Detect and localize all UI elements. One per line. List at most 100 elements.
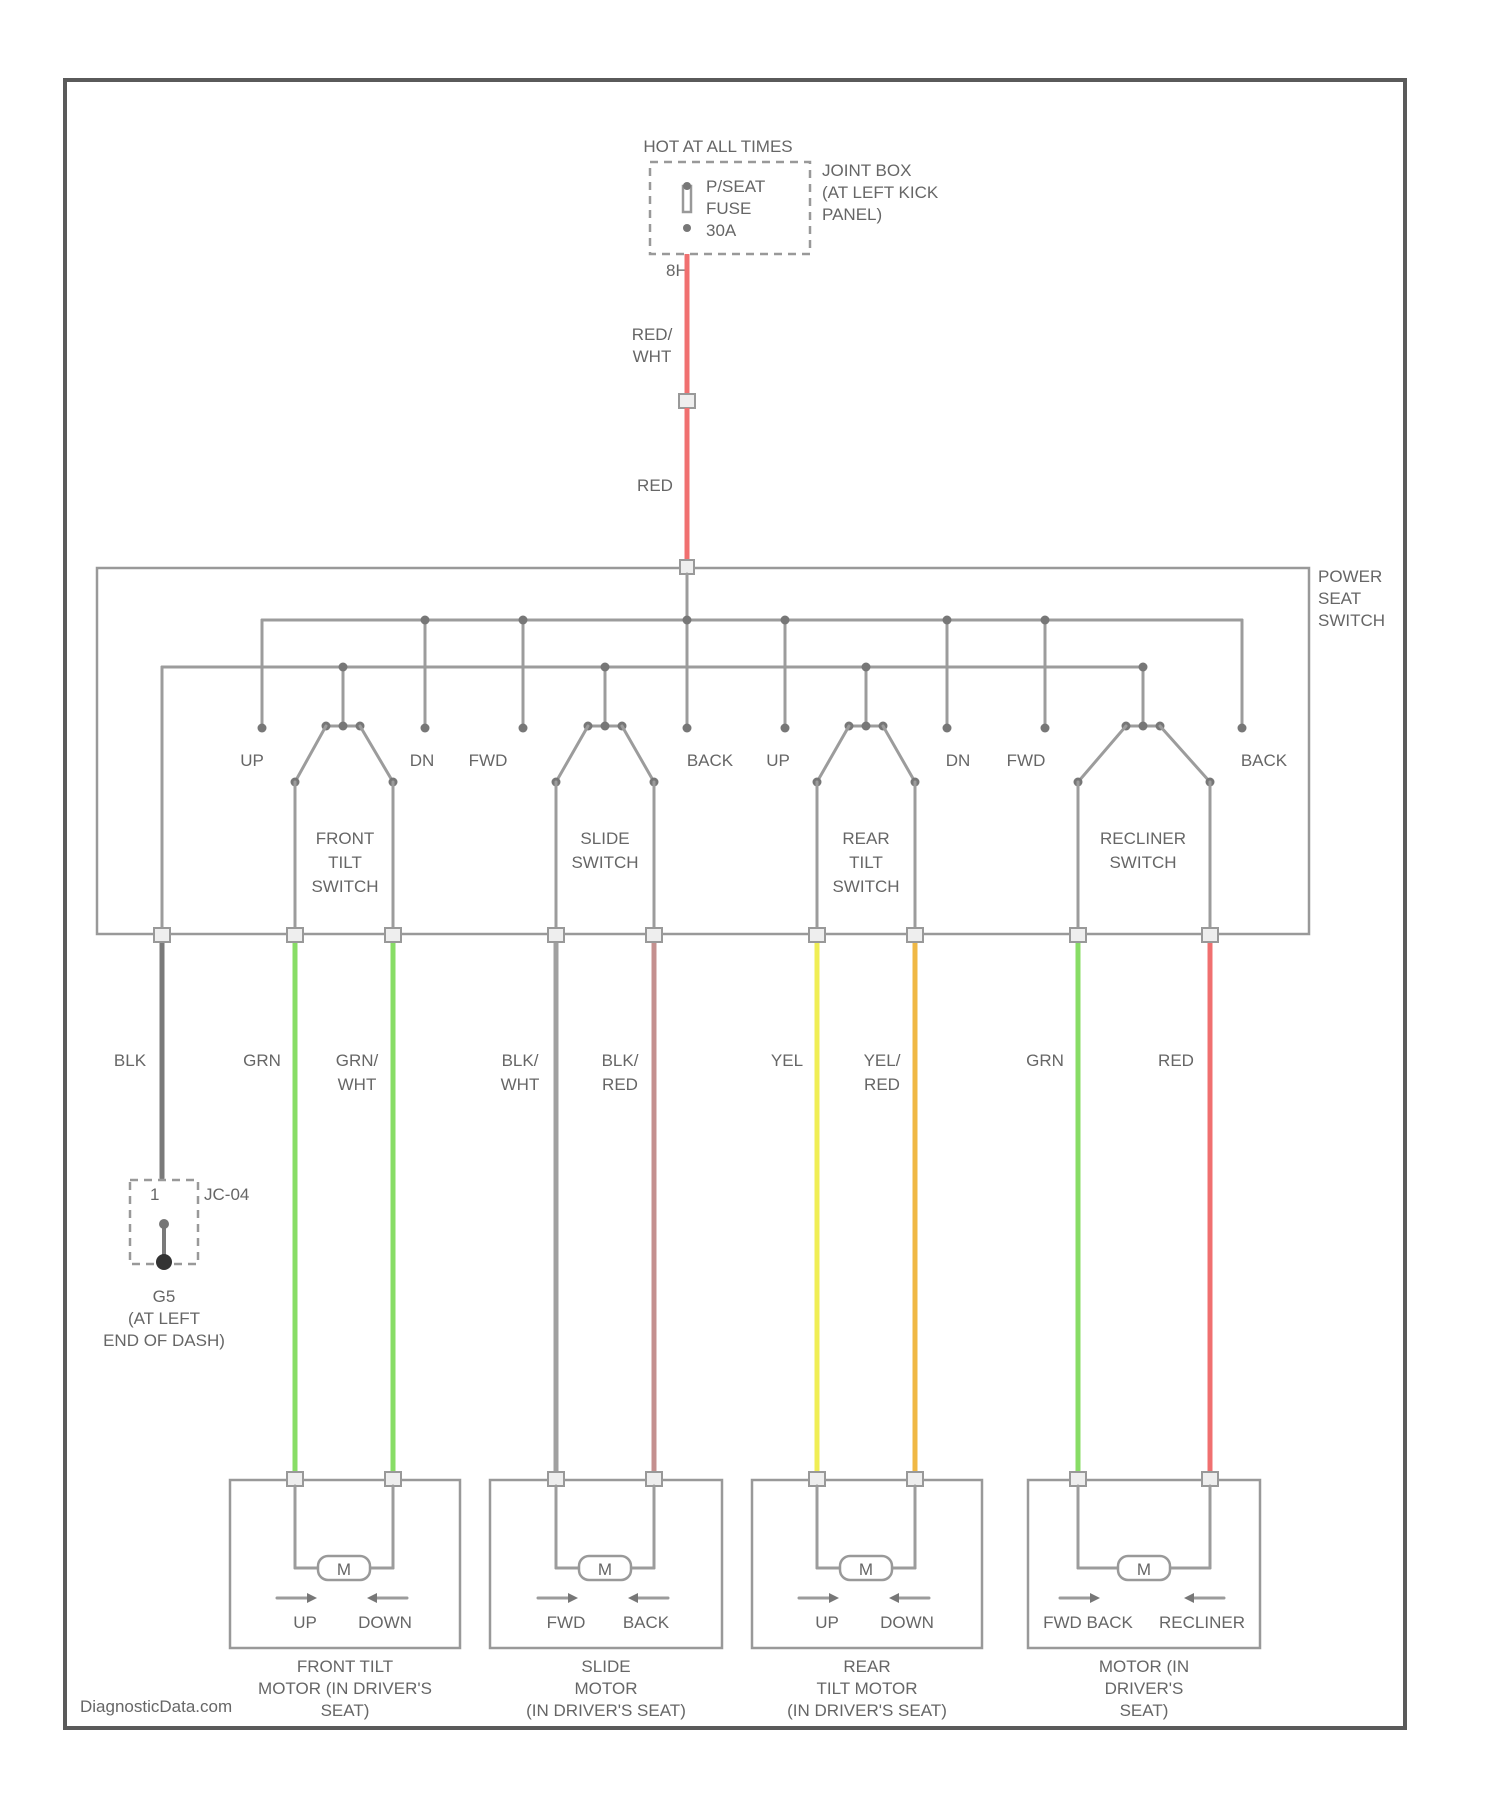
motor-2-terminal-1 <box>548 1472 564 1486</box>
contact-label-7: FWD <box>1007 751 1046 770</box>
fuse-label-line-3: 30A <box>706 221 737 240</box>
fuse-label-line-1: P/SEAT <box>706 177 765 196</box>
hot-at-all-times-label: HOT AT ALL TIMES <box>643 137 792 156</box>
switch-3-name-line-2: TILT <box>849 853 883 872</box>
motor-2-dir-label-2: BACK <box>623 1613 670 1632</box>
wire-6-switch-terminal <box>809 928 825 942</box>
joint-box-pin-label: 8H <box>666 261 688 280</box>
wire-9-switch-terminal <box>1202 928 1218 942</box>
switch-3-left-arm <box>817 726 849 782</box>
switch-input-terminal <box>680 560 694 574</box>
joint-box-label-line-2: (AT LEFT KICK <box>822 183 939 202</box>
bus-junction-2 <box>421 616 430 625</box>
switch-2-name-line-2: SWITCH <box>571 853 638 872</box>
ground-pin-label: 1 <box>150 1185 159 1204</box>
motor-3-dir-label-2: DOWN <box>880 1613 934 1632</box>
harness-wires <box>154 928 1218 1478</box>
wire-1-label-line-1: BLK <box>114 1051 147 1070</box>
ground-name-line-2: (AT LEFT <box>128 1309 200 1328</box>
switch-3-pivot-dot-2 <box>862 722 871 731</box>
switch-4-name-line-1: RECLINER <box>1100 829 1186 848</box>
switch-3-name-line-3: SWITCH <box>832 877 899 896</box>
ground-name-line-1: G5 <box>153 1287 176 1306</box>
contact-point-3 <box>519 724 528 733</box>
wire-3-label-line-1: GRN/ <box>336 1051 379 1070</box>
power-seat-switch-label-line-1: POWER <box>1318 567 1382 586</box>
motor-1-symbol: M <box>337 1560 351 1579</box>
wire-4-switch-terminal <box>548 928 564 942</box>
motor-4-dir-label-1: FWD BACK <box>1043 1613 1133 1632</box>
fuse-terminal-top <box>683 182 691 190</box>
switch-4-pivot-dot-2 <box>1139 722 1148 731</box>
wire-1-switch-terminal <box>154 928 170 942</box>
motor-4-dir-label-2: RECLINER <box>1159 1613 1245 1632</box>
joint-box-label-line-3: PANEL) <box>822 205 882 224</box>
motor-3-terminal-1 <box>809 1472 825 1486</box>
bus-junction-5 <box>781 616 790 625</box>
motor-1-arrow-right-icon <box>307 1593 317 1603</box>
motor-3-arrow-right-icon <box>829 1593 839 1603</box>
wire-2-label-line-1: GRN <box>243 1051 281 1070</box>
motor-3-name-line-3: (IN DRIVER'S SEAT) <box>787 1701 947 1720</box>
switch-2-bus-junction <box>601 663 610 672</box>
switch-2-left-arm <box>556 726 588 782</box>
wire-4-label-line-2: WHT <box>501 1075 540 1094</box>
contact-point-1 <box>258 724 267 733</box>
inline-connector <box>679 394 695 408</box>
motor-2-name-line-2: MOTOR <box>575 1679 638 1698</box>
motor-3-name-line-1: REAR <box>843 1657 890 1676</box>
contact-label-3: FWD <box>469 751 508 770</box>
wire-7-switch-terminal <box>907 928 923 942</box>
wire-5-switch-terminal <box>646 928 662 942</box>
ground-connector-label: JC-04 <box>204 1185 249 1204</box>
bus-junction-7 <box>1041 616 1050 625</box>
wire-2-switch-terminal <box>287 928 303 942</box>
switch-4-bus-junction <box>1139 663 1148 672</box>
wire-7-label-line-1: YEL/ <box>864 1051 901 1070</box>
motor-1-name-line-1: FRONT TILT <box>297 1657 393 1676</box>
motor-3-symbol: M <box>859 1560 873 1579</box>
feed-wire-label-bottom: RED <box>637 476 673 495</box>
switch-1-name-line-2: TILT <box>328 853 362 872</box>
motor-4-terminal-1 <box>1070 1472 1086 1486</box>
motor-1-dir-label-2: DOWN <box>358 1613 412 1632</box>
power-seat-switch-label-line-2: SEAT <box>1318 589 1361 608</box>
contact-label-5: UP <box>766 751 790 770</box>
contact-label-2: DN <box>410 751 435 770</box>
contact-point-4 <box>683 724 692 733</box>
wire-5-label-line-1: BLK/ <box>602 1051 639 1070</box>
contact-point-5 <box>781 724 790 733</box>
wire-9-label-line-1: RED <box>1158 1051 1194 1070</box>
motor-4-terminal-2 <box>1202 1472 1218 1486</box>
motor-4-arrow-left-icon <box>1184 1593 1194 1603</box>
wire-7-label-line-2: RED <box>864 1075 900 1094</box>
motor-1-terminal-1 <box>287 1472 303 1486</box>
motor-3-terminal-2 <box>907 1472 923 1486</box>
contact-point-2 <box>421 724 430 733</box>
motor-1-arrow-left-icon <box>367 1593 377 1603</box>
fuse-label-line-2: FUSE <box>706 199 751 218</box>
switch-2-name-line-1: SLIDE <box>580 829 629 848</box>
switch-1-left-arm <box>295 726 326 782</box>
contact-label-6: DN <box>946 751 971 770</box>
joint-box-label-line-1: JOINT BOX <box>822 161 911 180</box>
wire-4-label-line-1: BLK/ <box>502 1051 539 1070</box>
switch-4-left-arm <box>1078 726 1126 782</box>
motor-2-terminal-2 <box>646 1472 662 1486</box>
wire-8-switch-terminal <box>1070 928 1086 942</box>
motor-4-symbol: M <box>1137 1560 1151 1579</box>
motor-2-dir-label-1: FWD <box>547 1613 586 1632</box>
switch-1-bus-junction <box>339 663 348 672</box>
wire-6-label-line-1: YEL <box>771 1051 803 1070</box>
switch-1-name-line-1: FRONT <box>316 829 375 848</box>
motor-4-arrow-right-icon <box>1090 1593 1100 1603</box>
switch-3-right-arm <box>883 726 915 782</box>
switch-4-right-arm <box>1160 726 1210 782</box>
switch-1-pivot-dot-2 <box>339 722 348 731</box>
motor-4-name-line-2: DRIVER'S <box>1105 1679 1184 1698</box>
contact-point-6 <box>943 724 952 733</box>
motor-3-name-line-2: TILT MOTOR <box>816 1679 917 1698</box>
